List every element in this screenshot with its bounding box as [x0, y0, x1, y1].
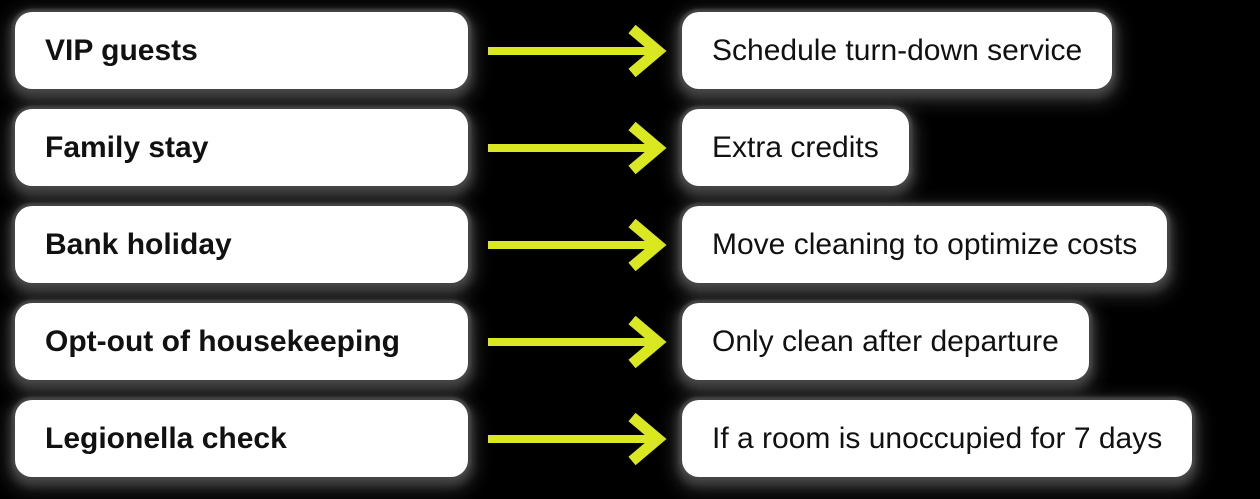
action-label: Extra credits: [712, 130, 879, 164]
trigger-box: Bank holiday: [15, 206, 468, 283]
arrow-right-icon: [488, 121, 667, 174]
action-box: Schedule turn-down service: [682, 12, 1113, 89]
action-label: If a room is unoccupied for 7 days: [712, 421, 1163, 455]
arrow-right-icon: [488, 412, 667, 465]
mapping-row: Bank holiday Move cleaning to optimize c…: [0, 196, 1260, 293]
arrow-right-icon: [488, 24, 667, 77]
mapping-row: Family stay Extra credits: [0, 99, 1260, 196]
trigger-box: Legionella check: [15, 400, 468, 477]
trigger-label: Legionella check: [45, 421, 287, 455]
action-box: Move cleaning to optimize costs: [682, 206, 1168, 283]
mapping-row: VIP guests Schedule turn-down service: [0, 2, 1260, 99]
arrow-right-icon: [488, 315, 667, 368]
action-label: Schedule turn-down service: [712, 33, 1083, 67]
mapping-row: Opt-out of housekeeping Only clean after…: [0, 293, 1260, 390]
trigger-label: Bank holiday: [45, 227, 232, 261]
action-box: Only clean after departure: [682, 303, 1089, 380]
trigger-label: VIP guests: [45, 33, 198, 67]
trigger-label: Opt-out of housekeeping: [45, 324, 400, 358]
trigger-box: Opt-out of housekeeping: [15, 303, 468, 380]
action-box: If a room is unoccupied for 7 days: [682, 400, 1193, 477]
action-label: Only clean after departure: [712, 324, 1059, 358]
trigger-box: VIP guests: [15, 12, 468, 89]
action-box: Extra credits: [682, 109, 909, 186]
arrow-right-icon: [488, 218, 667, 271]
action-label: Move cleaning to optimize costs: [712, 227, 1138, 261]
trigger-box: Family stay: [15, 109, 468, 186]
mapping-row: Legionella check If a room is unoccupied…: [0, 390, 1260, 487]
trigger-label: Family stay: [45, 130, 209, 164]
